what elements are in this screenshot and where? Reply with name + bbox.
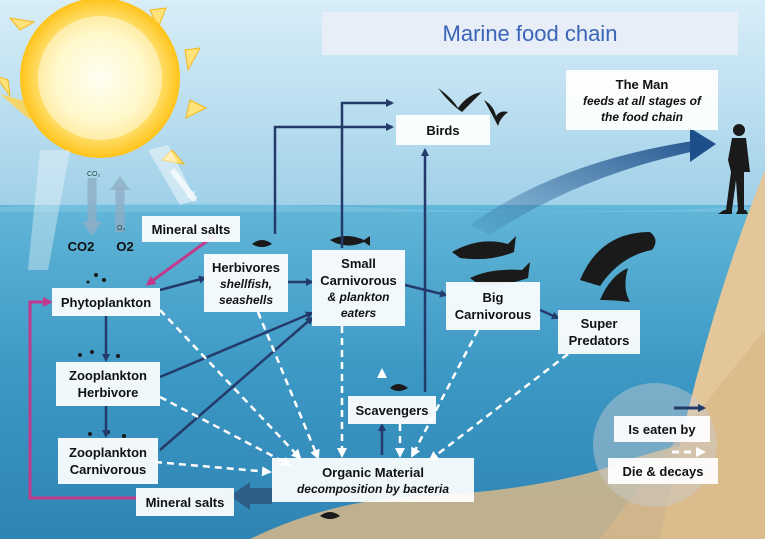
o2-small-label: O₂ xyxy=(117,225,125,232)
node-zooplankton-carnivorous: Zooplankton Carnivorous xyxy=(58,438,158,484)
swordfish-silhouette xyxy=(470,262,530,286)
birds-silhouette xyxy=(438,88,508,126)
node-zooplankton-herbivore: Zooplankton Herbivore xyxy=(56,362,160,406)
arrow-zooherb-smallcarn xyxy=(159,311,314,379)
man-big-arrow-head xyxy=(690,128,716,162)
organic-material-label: Organic Material xyxy=(322,464,424,480)
mineral-salts-top-label: Mineral salts xyxy=(151,221,231,237)
small-carnivorous-sub-2: eaters xyxy=(340,306,377,320)
birds-label: Birds xyxy=(426,122,460,138)
mineral-salts-bottom-label: Mineral salts xyxy=(145,494,225,510)
node-co2: CO2 xyxy=(58,234,104,258)
small-carnivorous-line2: Carnivorous xyxy=(320,273,397,288)
page-title: Marine food chain xyxy=(322,12,738,55)
node-small-carnivorous: Small Carnivorous & plankton eaters xyxy=(312,250,405,326)
small-carnivorous-sub-1: & plankton xyxy=(327,290,390,304)
arrow-smallcarn-bigcarn xyxy=(404,283,448,298)
node-mineral-salts-bottom: Mineral salts xyxy=(136,488,234,516)
arrow-zoocarn-smallcarn xyxy=(159,316,314,451)
node-mineral-salts-top: Mineral salts xyxy=(142,216,240,242)
zooplankton-herbivore-line2: Herbivore xyxy=(77,385,139,400)
whale-silhouette xyxy=(452,236,516,260)
legend-eaten-label: Is eaten by xyxy=(628,421,696,437)
node-scavengers: Scavengers xyxy=(348,396,436,424)
scavengers-label: Scavengers xyxy=(355,402,429,418)
node-the-man: The Man feeds at all stages of the food … xyxy=(566,70,718,130)
node-super-predators: Super Predators xyxy=(558,310,640,354)
node-o2: O2 xyxy=(108,234,142,258)
decay-super xyxy=(428,353,569,462)
shell-silhouette xyxy=(252,240,272,247)
node-organic-material: Organic Material decomposition by bacter… xyxy=(272,458,474,502)
small-carnivorous-line1: Small xyxy=(341,256,376,271)
the-man-label: The Man xyxy=(615,76,669,92)
super-predators-line1: Super xyxy=(580,316,618,331)
legend-eaten: Is eaten by xyxy=(614,416,710,442)
decay-zooherb xyxy=(159,395,292,467)
o2-label: O2 xyxy=(116,238,134,254)
zooplankton-carnivorous-line1: Zooplankton xyxy=(69,445,147,460)
crab-silhouette xyxy=(320,512,340,519)
organic-material-sub: decomposition by bacteria xyxy=(296,481,450,496)
co2-label: CO2 xyxy=(67,238,95,254)
legend-circle xyxy=(593,383,717,507)
phytoplankton-label: Phytoplankton xyxy=(60,294,152,310)
zooplankton-herbivore-line1: Zooplankton xyxy=(69,368,147,383)
big-carnivorous-line1: Big xyxy=(482,290,504,305)
orca-silhouette xyxy=(580,232,656,286)
arrow-bigcarn-super xyxy=(539,308,560,320)
node-phytoplankton: Phytoplankton xyxy=(52,288,160,316)
arrow-smallcarn-birds xyxy=(340,99,394,248)
arrow-herbivores-birds xyxy=(273,123,394,234)
decay-herbivores xyxy=(256,311,320,460)
man-big-arrow xyxy=(470,140,700,235)
decay-zoocarn xyxy=(154,460,272,477)
node-herbivores: Herbivores shellfish, seashells xyxy=(204,254,288,312)
herbivores-sub-1: shellfish, xyxy=(219,276,272,291)
the-man-sub-1: feeds at all stages of xyxy=(582,93,702,108)
light-beam xyxy=(28,150,70,270)
mineral-arrow-bottom xyxy=(28,297,138,500)
fish-silhouette xyxy=(330,236,370,246)
node-birds: Birds xyxy=(396,115,490,145)
big-carnivorous-line2: Carnivorous xyxy=(454,307,532,322)
zooplankton-carnivorous-line2: Carnivorous xyxy=(69,462,147,477)
co2-small-label: CO₂ xyxy=(87,171,101,178)
mineral-arrow-top xyxy=(145,234,215,286)
legend-decay: Die & decays xyxy=(608,458,718,484)
shark-silhouette xyxy=(600,268,630,302)
node-big-carnivorous: Big Carnivorous xyxy=(446,282,540,330)
legend-decay-label: Die & decays xyxy=(622,463,704,479)
man-silhouette xyxy=(718,124,750,214)
herbivores-label: Herbivores xyxy=(212,259,280,275)
herbivores-sub-2: seashells xyxy=(218,292,274,307)
decay-phyto xyxy=(159,309,302,460)
the-man-sub-2: the food chain xyxy=(601,109,683,124)
crab-silhouette xyxy=(390,384,408,391)
arrow-phyto-herbivores xyxy=(159,275,207,292)
super-predators-line2: Predators xyxy=(568,333,630,348)
sun xyxy=(0,0,208,165)
sea-surface xyxy=(0,203,765,212)
